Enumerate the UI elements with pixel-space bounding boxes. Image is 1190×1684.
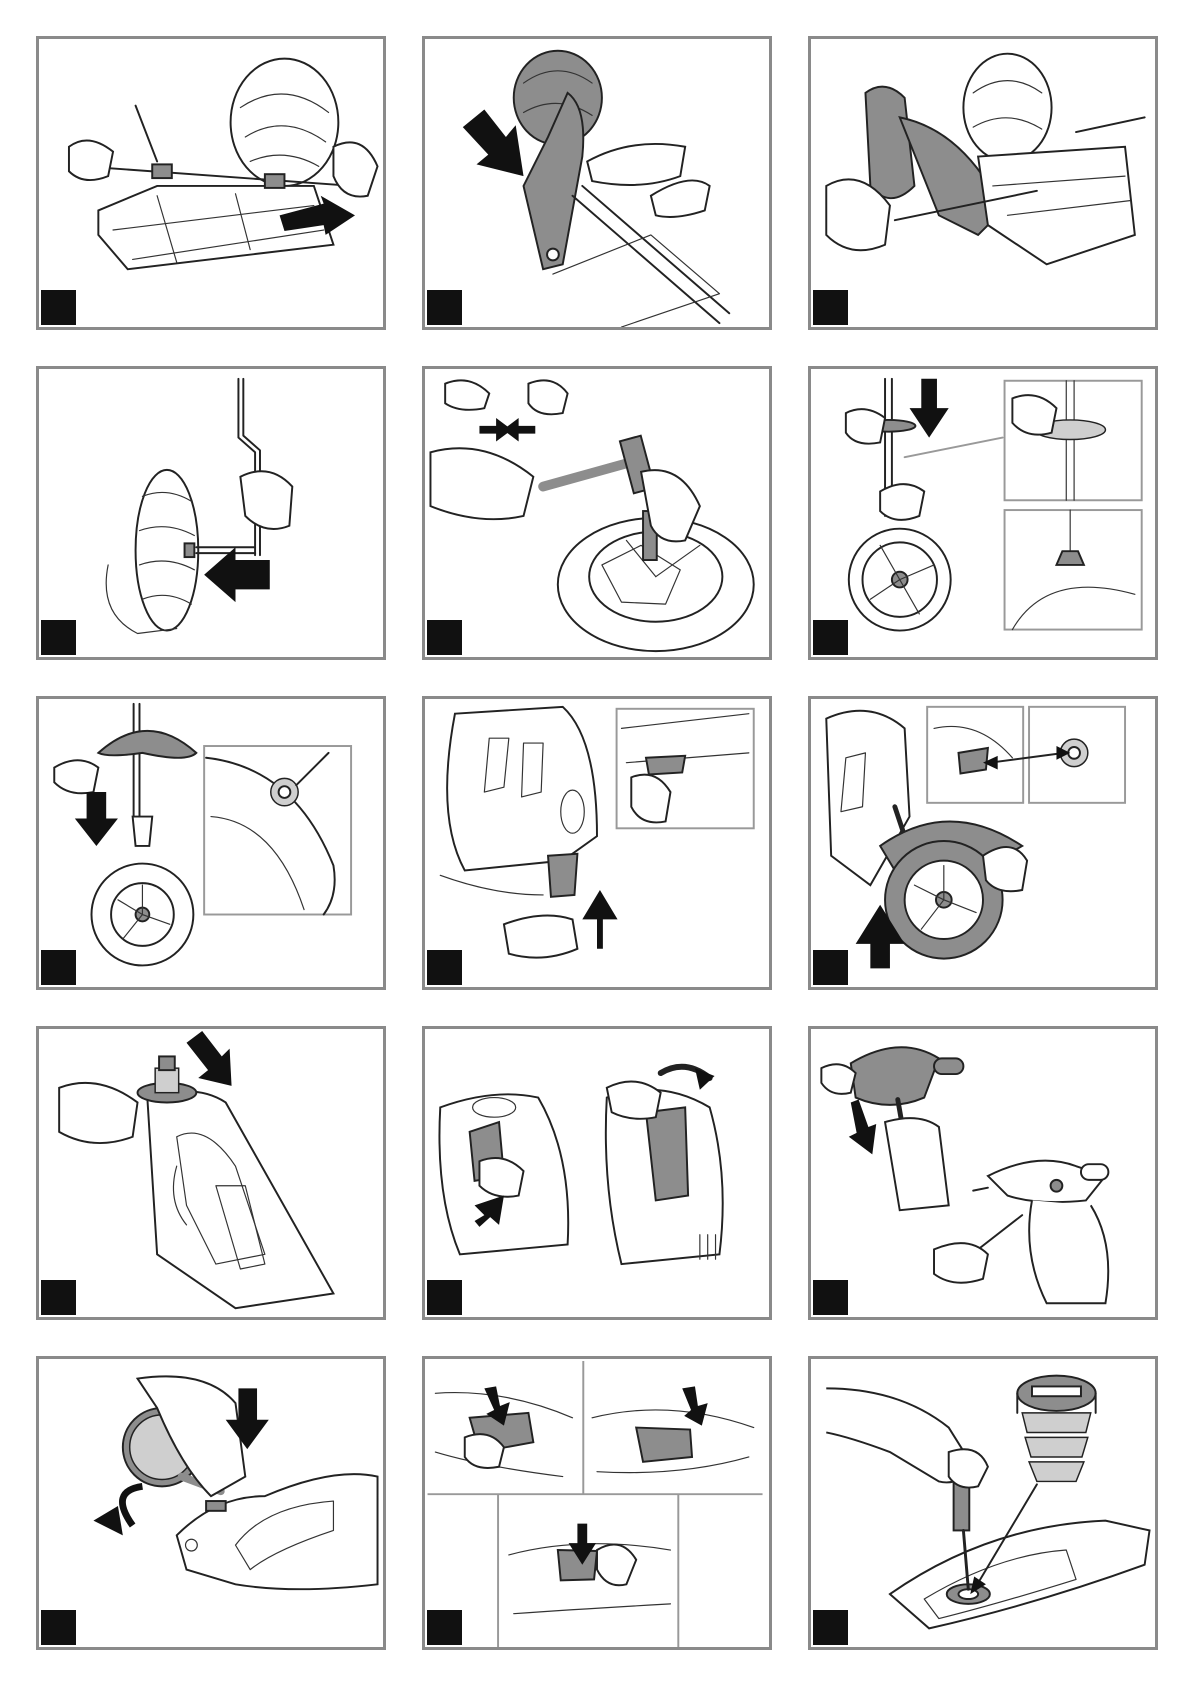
step-1-badge (41, 290, 76, 325)
step-5-badge (427, 620, 462, 655)
detail-inset (204, 746, 351, 914)
step-8-illustration (425, 699, 769, 987)
step-4-illustration (39, 369, 383, 657)
step-10-panel (36, 1026, 386, 1320)
step-2-badge (427, 290, 462, 325)
step-2-panel (422, 36, 772, 330)
step-9-badge (813, 950, 848, 985)
step-4-panel (36, 366, 386, 660)
step-11-panel (422, 1026, 772, 1320)
step-3-panel (808, 36, 1158, 330)
step-7-panel (36, 696, 386, 990)
step-14-illustration (425, 1359, 769, 1647)
step-8-badge (427, 950, 462, 985)
step-3-badge (813, 290, 848, 325)
step-7-illustration (39, 699, 383, 987)
step-12-panel (808, 1026, 1158, 1320)
down-arrow-icon (682, 1386, 707, 1425)
step-1-illustration (39, 39, 383, 327)
step-5-illustration (425, 369, 769, 657)
up-arrow-icon (582, 890, 617, 949)
down-arrow-icon (187, 1031, 232, 1086)
step-5-panel (422, 366, 772, 660)
step-15-panel (808, 1356, 1158, 1650)
step-13-panel (36, 1356, 386, 1650)
step-12-badge (813, 1280, 848, 1315)
step-10-badge (41, 1280, 76, 1315)
step-6-panel (808, 366, 1158, 660)
step-6-badge (813, 620, 848, 655)
step-13-badge (41, 1610, 76, 1645)
step-9-illustration (811, 699, 1155, 987)
step-15-illustration (811, 1359, 1155, 1647)
step-11-illustration (425, 1029, 769, 1317)
step-2-illustration (425, 39, 769, 327)
step-1-panel (36, 36, 386, 330)
rotate-arrow-icon (93, 1506, 122, 1535)
step-15-badge (813, 1610, 848, 1645)
step-8-panel (422, 696, 772, 990)
step-6-illustration (811, 369, 1155, 657)
step-12-illustration (811, 1029, 1155, 1317)
step-11-badge (427, 1280, 462, 1315)
down-right-arrow-icon (463, 110, 524, 177)
step-4-badge (41, 620, 76, 655)
down-arrow-icon (910, 379, 949, 438)
step-10-illustration (39, 1029, 383, 1317)
down-arrow-icon (849, 1100, 876, 1155)
step-7-badge (41, 950, 76, 985)
step-14-panel (422, 1356, 772, 1650)
step-3-illustration (811, 39, 1155, 327)
down-arrow-icon (75, 792, 118, 846)
step-13-illustration (39, 1359, 383, 1647)
step-14-badge (427, 1610, 462, 1645)
step-9-panel (808, 696, 1158, 990)
left-arrow-icon (503, 418, 535, 442)
